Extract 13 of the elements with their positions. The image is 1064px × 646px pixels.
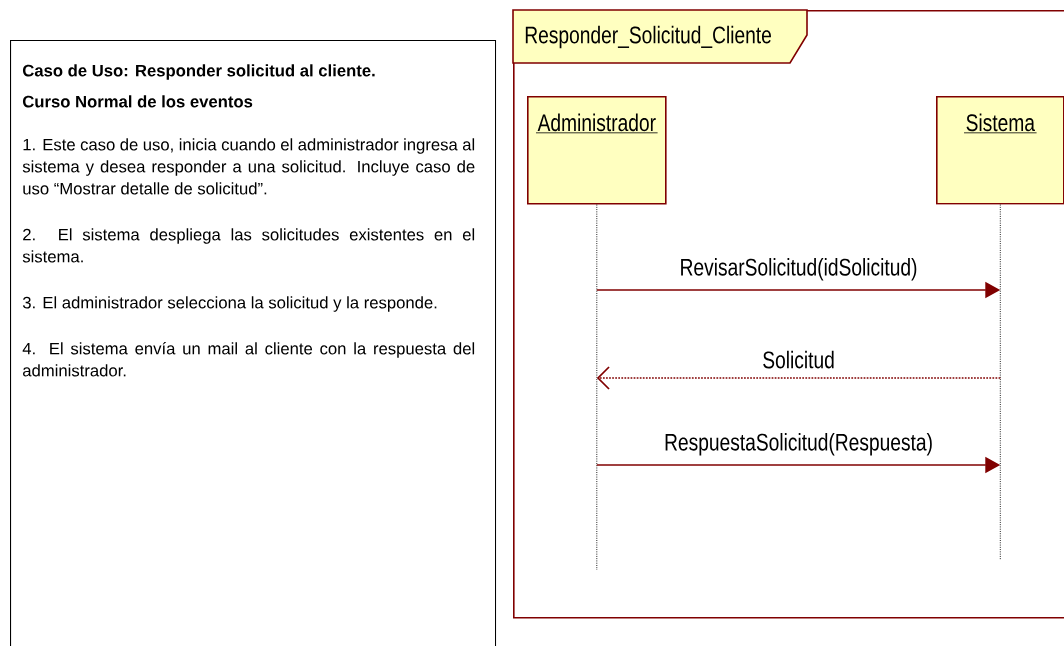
message-arrow (596, 366, 1002, 390)
heading: Caso de Uso: Responder solicitud al cliente. (22, 64, 375, 80)
participant-box: Sistema (936, 96, 1064, 205)
paragraph: 2. El sistema despliega las solicitudes existentes en el sistema. (22, 228, 475, 263)
message-label: Solicitud (760, 349, 837, 370)
paragraph: 4. El sistema envía un mail al cliente con la respuesta del administrador. (22, 342, 475, 377)
subheading: Curso Normal de los eventos (22, 95, 253, 108)
frame-tab: Responder_Solicitud_Cliente (512, 9, 808, 64)
paragraph: 3. El administrador selecciona la solicitud y la responde. (22, 296, 437, 312)
paragraph: 1. Este caso de uso, inicia cuando el administrador ingresa al sistema y desea responder a una solicitud. Incluye caso de uso “Mostrar detalle de solicitud”. (22, 138, 475, 195)
message-label: RespuestaSolicitud(Respuesta) (662, 431, 935, 457)
message-label: RevisarSolicitud(idSolicitud) (678, 256, 919, 282)
participant-box: Administrador (527, 96, 667, 205)
